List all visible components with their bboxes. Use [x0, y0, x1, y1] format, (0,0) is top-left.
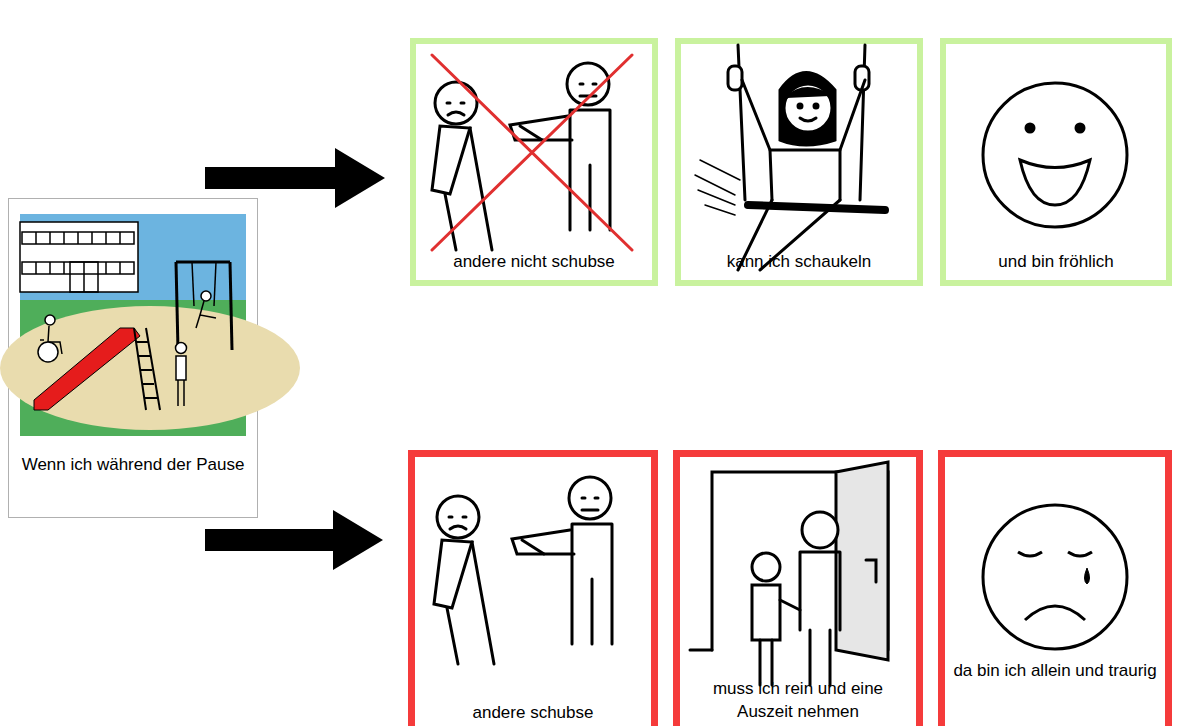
bad-feeling-box: da bin ich allein und traurig — [938, 450, 1172, 726]
block-arrow — [205, 510, 383, 570]
pushing-scene — [434, 477, 612, 664]
bad-result-box: muss ich rein und eine Auszeit nehmen — [673, 450, 923, 726]
box-label: da bin ich allein und traurig — [949, 659, 1161, 682]
schoolyard-picture — [0, 214, 300, 436]
good-feeling-box: und bin fröhlich — [940, 38, 1172, 286]
pushing-crossed-out — [432, 55, 632, 250]
sad-face — [983, 505, 1127, 649]
box-label: andere schubse — [419, 701, 647, 724]
box-label: muss ich rein und eine Auszeit nehmen — [684, 677, 912, 723]
box-label: und bin fröhlich — [950, 250, 1162, 273]
good-choice-box: andere nicht schubse — [410, 38, 658, 286]
good-result-box: kann ich schaukeln — [675, 38, 923, 286]
box-label: kann ich schaukeln — [685, 250, 913, 273]
time-out-door — [690, 462, 888, 685]
box-label: andere nicht schubse — [420, 250, 648, 273]
situation-card: Wenn ich während der Pause — [8, 198, 258, 518]
girl-on-swing — [695, 45, 885, 270]
bad-choice-box: andere schubse — [408, 450, 658, 726]
block-arrow — [205, 148, 385, 208]
box-label: Wenn ich während der Pause — [19, 453, 247, 476]
happy-face — [983, 83, 1127, 227]
